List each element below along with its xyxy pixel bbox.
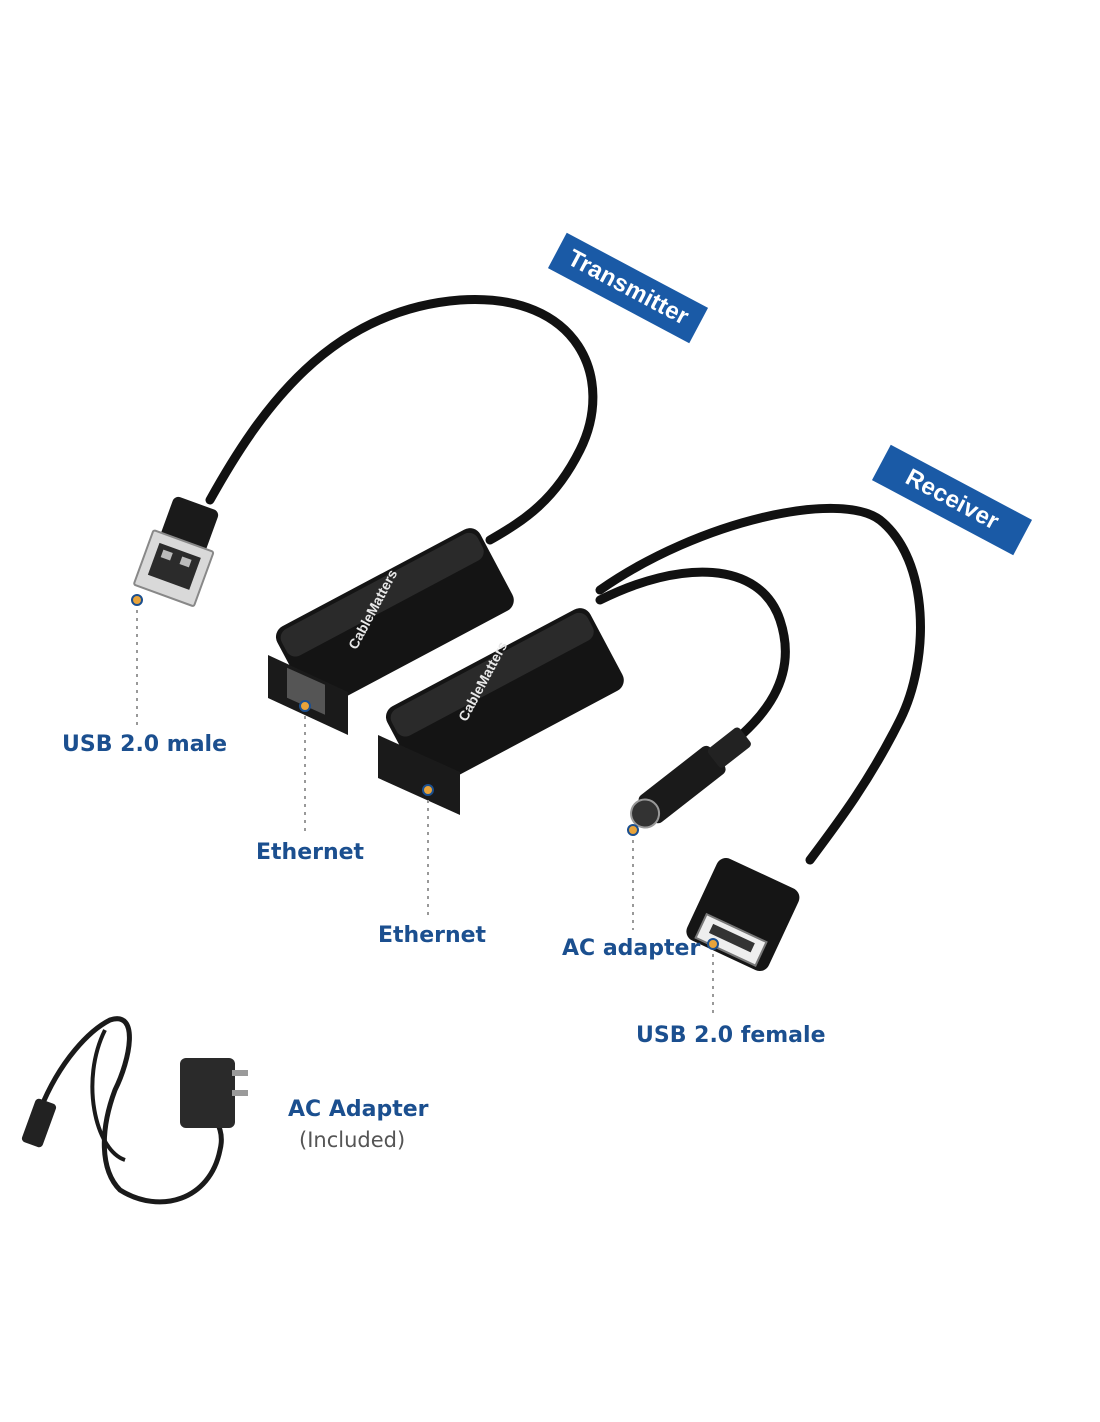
receiver-ethernet-port: [378, 735, 460, 815]
label-ethernet-transmitter: Ethernet: [256, 840, 365, 865]
label-usb-male: USB 2.0 male: [62, 732, 227, 757]
label-ethernet-receiver: Ethernet: [378, 923, 487, 948]
usb-female-connector: [686, 858, 800, 972]
label-ac-adapter-port: AC adapter: [562, 936, 701, 961]
ac-adapter-image: [21, 1016, 248, 1205]
dc-barrel-jack: [630, 727, 751, 829]
label-ac-adapter-note: (Included): [299, 1128, 406, 1152]
usb-male-plug: [133, 496, 219, 607]
label-ac-adapter-title: AC Adapter: [288, 1097, 429, 1122]
transmitter-ethernet-port: [268, 655, 348, 735]
receiver-cable-usb: [595, 503, 925, 865]
receiver-cable-power: [595, 567, 790, 750]
callout-dots: [131, 594, 719, 950]
label-usb-female: USB 2.0 female: [636, 1023, 826, 1048]
transmitter-box: [275, 528, 514, 709]
receiver-box: [385, 608, 624, 789]
transmitter-cable: [205, 295, 598, 545]
